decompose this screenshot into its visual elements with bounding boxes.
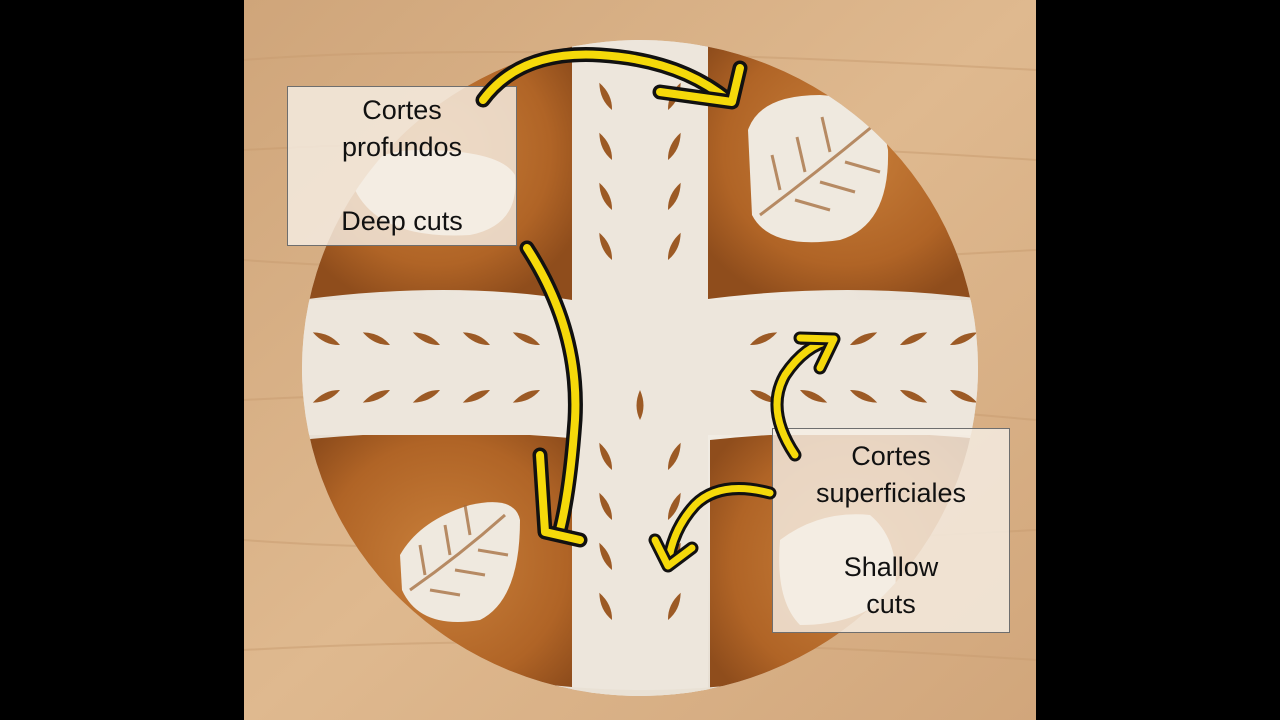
shallow-cuts-spanish-line1: Cortes <box>851 441 931 471</box>
shallow-cuts-spanish-line2: superficiales <box>815 478 967 508</box>
leaf-bottom-left <box>400 502 520 622</box>
shallow-cuts-label-box: Cortes superficiales Shallow cuts <box>772 428 1010 633</box>
deep-cuts-spanish-line2: profundos <box>341 132 463 162</box>
deep-cuts-label-box: Cortes profundos Deep cuts <box>287 86 517 246</box>
deep-cuts-spanish-line1: Cortes <box>362 95 442 125</box>
shallow-cuts-english-line1: Shallow <box>843 552 939 582</box>
shallow-cuts-english-line2: cuts <box>866 589 916 619</box>
deep-cuts-english: Deep cuts <box>341 206 463 236</box>
